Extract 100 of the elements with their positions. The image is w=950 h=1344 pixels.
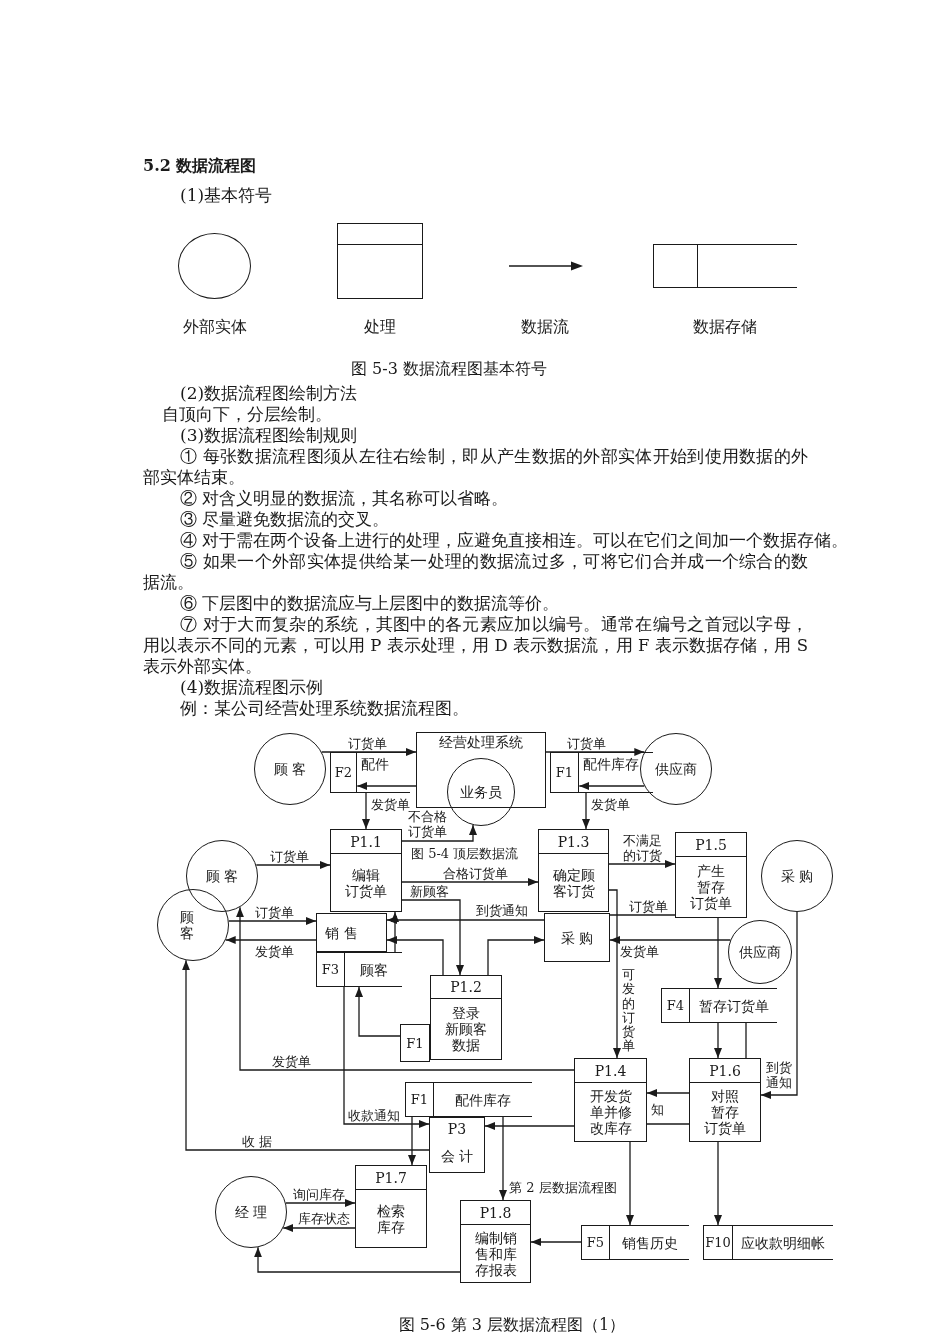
store-label: 配件库存 (583, 756, 639, 772)
symbol-caption: 数据流 (521, 316, 569, 337)
process-label: 采 购 (560, 929, 594, 946)
flow-line (609, 914, 676, 916)
process-box (675, 832, 747, 918)
process-box (330, 829, 402, 912)
entity-label: 供应商 (655, 761, 697, 777)
flow-label: 可发的订货单 (622, 968, 635, 1054)
flow-arrow (714, 1141, 722, 1226)
process-label: 登录新顾客数据 (445, 1005, 487, 1053)
flow-label: 订货单 (255, 905, 294, 920)
process-symbol (337, 223, 423, 299)
rule-paragraph: ④ 对于需在两个设备上进行的处理，应避免直接相连。可以在它们之间加一个数据存储。 (179, 530, 850, 551)
flow-arrow (626, 1141, 634, 1226)
entity-label: 顾 客 (273, 761, 307, 777)
process-id: P1.5 (695, 836, 727, 853)
entity-label: 经 理 (234, 1204, 268, 1220)
flow-label: 订货单 (567, 736, 606, 751)
process-box (316, 913, 387, 952)
flow-arrow (499, 1116, 507, 1201)
flow-arrow (401, 899, 464, 976)
flow-arrow (760, 911, 798, 1099)
flow-arrow (609, 936, 731, 944)
process-label: 对照暂存订货单 (704, 1088, 746, 1136)
process-label: 编制销售和库存报表 (474, 1229, 517, 1278)
body-text: 例：某公司经营处理系统数据流程图。 (180, 698, 469, 719)
sub-heading: (2)数据流程图绘制方法 (180, 383, 358, 404)
flow-label: 发货单 (371, 797, 410, 812)
figure-caption: 图 5-3 数据流程图基本符号 (351, 358, 547, 379)
process-id: P1.7 (375, 1169, 407, 1186)
data-store (316, 952, 402, 987)
store-label: 顾客 (359, 961, 388, 978)
flow-arrow (285, 1199, 356, 1207)
sub-heading: (1)基本符号 (180, 185, 273, 206)
process-label: 开发货单并修改库存 (589, 1088, 632, 1136)
flow-arrow (254, 1246, 461, 1273)
sub-heading: (3)数据流程图绘制规则 (180, 425, 358, 446)
store-id: F4 (666, 998, 685, 1013)
flow-label: 订货单 (348, 736, 387, 751)
entity-label: 采 购 (780, 868, 814, 884)
store-label: 暂存订货单 (698, 997, 769, 1014)
process-id: P1.2 (450, 979, 482, 995)
flow-arrow (608, 860, 676, 868)
flow-label: 合格订货单 (443, 866, 508, 881)
store-id: F1 (410, 1092, 429, 1107)
rule-paragraph: ⑥ 下层图中的数据流应与上层图中的数据流等价。 (179, 593, 561, 614)
store-label: 配件库存 (455, 1091, 511, 1108)
flow-arrow (356, 782, 417, 790)
flow-label: 订货单 (629, 899, 668, 914)
rule-paragraph: ① 每张数据流程图须从左往右绘制，即从产生数据的外部实体开始到使用数据的外部实体结束。 (143, 446, 808, 488)
system-box (416, 732, 546, 808)
store-id: F3 (321, 962, 340, 977)
flow-arrow (355, 986, 401, 1037)
flow-arrow (401, 878, 539, 886)
flow-label: 新顾客 (410, 884, 449, 899)
flow-arrow (391, 911, 399, 953)
figure-caption: 第 2 层数据流程图 (509, 1180, 617, 1195)
store-id: F1 (555, 765, 574, 780)
process-id: P1.6 (709, 1062, 741, 1079)
flow-label: 收 据 (242, 1134, 273, 1149)
store-label: 配件 (361, 756, 389, 772)
flow-arrow (182, 959, 430, 1151)
flow-arrow (386, 916, 545, 924)
text-fragment: 知 (651, 1102, 664, 1117)
process-box (430, 975, 502, 1060)
rule-paragraph: ③ 尽量避免数据流的交叉。 (179, 509, 391, 530)
flow-label: 不满足的订货 (623, 833, 662, 863)
flow-arrow (530, 1238, 582, 1246)
process-label: 检索库存 (377, 1202, 405, 1235)
process-box (544, 913, 610, 962)
flow-arrow (545, 748, 645, 756)
process-label: 编辑订货单 (345, 866, 387, 899)
symbol-caption: 外部实体 (182, 317, 247, 337)
flow-label: 到货通知 (766, 1060, 792, 1090)
flow-arrow (343, 986, 430, 1128)
process-box (355, 1165, 427, 1248)
flow-line (745, 1022, 747, 1059)
data-store (405, 1082, 532, 1117)
process-box (538, 829, 609, 912)
flow-arrow (255, 861, 331, 869)
store-label: 销售历史 (621, 1234, 678, 1251)
system-label: 经营处理系统 (439, 734, 523, 750)
data-store (703, 1225, 833, 1260)
process-id: P1.8 (479, 1204, 512, 1221)
flow-line (646, 1123, 690, 1125)
process-label: 会 计 (440, 1148, 474, 1164)
flow-label: 收款通知 (348, 1108, 400, 1123)
store-label: 应收款明细帐 (741, 1234, 825, 1251)
data-store (550, 752, 653, 793)
process-box (460, 1200, 531, 1283)
flow-arrow (408, 1116, 416, 1166)
flow-label: 发货单 (591, 797, 630, 812)
flow-label: 订货单 (270, 849, 309, 864)
flow-arrow (321, 748, 417, 756)
data-store (581, 1225, 689, 1260)
flow-arrow (646, 1089, 690, 1097)
flow-label: 询问库存 (293, 1187, 345, 1202)
rule-paragraph: ② 对含义明显的数据流，其名称可以省略。 (179, 488, 510, 509)
store-id: F1 (406, 1035, 424, 1051)
figure-caption: 图 5-4 顶层数据流 (411, 846, 519, 861)
